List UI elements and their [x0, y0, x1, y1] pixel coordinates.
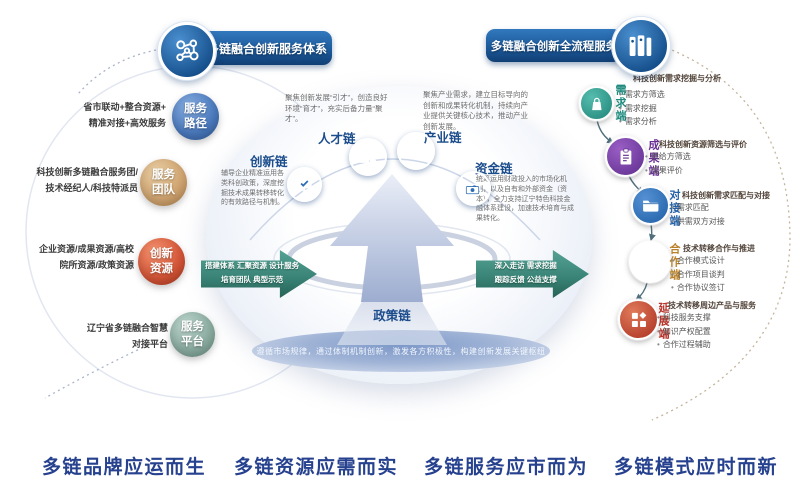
banknotes-icon: [456, 171, 491, 206]
bullet: 合作项目谈判: [671, 268, 725, 282]
circle-label-line: 服务: [181, 321, 204, 334]
stage-bullets-demand: 需求方筛选 需求挖掘 需求分析: [619, 88, 665, 129]
left-item-2-line1: 科技创新多链融合服务团/: [36, 167, 138, 177]
circle-label-line: 平台: [181, 335, 204, 348]
left-bottom-dotted-line: [44, 344, 149, 399]
shopping-bag-icon: [579, 86, 614, 121]
policy-base-ellipse: 遵循市场规律，通过体制机制创新，激发各方积极性，构建创新发展关键枢纽: [252, 330, 550, 372]
footer-slogan-1: 多链品牌应运而生: [41, 457, 206, 478]
circle-label-line: 服务: [184, 103, 207, 116]
badge-right-label: 多链融合创新全流程服务: [490, 40, 618, 53]
left-item-1-text: 省市联动+整合资源+ 精准对接+高效服务: [50, 100, 166, 132]
talent-chain-desc: 聚焦创新发展“引才”，创造良好环境“育才”，充实后备力量“聚才”。: [285, 93, 388, 123]
footer-slogan-3: 多链服务应市而为: [423, 457, 588, 478]
left-item-2-text: 科技创新多链融合服务团/ 技术经纪人/科技特派员: [28, 165, 138, 197]
stage-bullets-achievement: 供给方筛选 成果评价: [645, 150, 691, 177]
industry-chain-desc: 聚焦产业需求，建立目标导向的创新和成果转化机制，持续向产业提供关键核心技术，推动…: [423, 90, 528, 131]
right-arrow-line1: 深入走访 需求挖掘: [494, 261, 557, 270]
left-item-1-line1: 省市联动+整合资源+: [83, 102, 166, 112]
folder-icon: [631, 186, 670, 225]
bullet: 需求方筛选: [619, 88, 665, 102]
bullet: 需求匹配: [671, 201, 725, 215]
left-item-4-text: 辽宁省多链融合智慧 对接平台: [56, 321, 168, 353]
stage-title-achievement: 科技创新资源筛选与评价: [659, 140, 747, 149]
molecule-network-icon: [158, 22, 216, 80]
left-item-1-line2: 精准对接+高效服务: [88, 117, 166, 128]
clipboard-icon: [605, 136, 646, 177]
bullet: 供给方筛选: [645, 150, 691, 164]
bullet: 科技服务支撑: [657, 311, 711, 325]
circle-label-line: 团队: [152, 183, 175, 196]
left-item-4-line1: 辽宁省多链融合智慧: [86, 323, 168, 333]
books-icon: [612, 17, 670, 75]
stage-title-extension: 技术转移周边产品与服务: [668, 301, 756, 310]
footer-slogan-2: 多链资源应需而实: [233, 457, 398, 478]
header-badge-right: 多链融合创新全流程服务: [486, 29, 622, 62]
header-badge-left: 多链融合创新服务体系: [202, 31, 332, 65]
stage-title-matching: 科技创新需求匹配与对接: [682, 191, 770, 200]
circle-label-line: 资源: [150, 262, 173, 275]
right-process-arrow-text: 深入走访 需求挖掘 跟踪反馈 公益支撑: [477, 259, 574, 287]
flow-arrow-1: [596, 119, 614, 144]
bullet: 合作协议签订: [671, 281, 725, 295]
left-circle-innovation-resources: 创新 资源: [138, 238, 185, 285]
monitor-check-icon: [287, 167, 322, 202]
flow-arrow-3: [649, 223, 656, 242]
talent-chain-label: 人才链: [318, 132, 356, 146]
stage-bullets-extension: 科技服务支撑 知识产权配置 合作过程辅助: [657, 311, 711, 352]
bullet: 需求分析: [619, 115, 665, 129]
footer-slogan-4: 多链模式应时而新: [613, 457, 778, 478]
people-icon: [349, 138, 387, 176]
badge-left-label: 多链融合创新服务体系: [206, 41, 327, 56]
left-dotted-connector: [77, 49, 157, 95]
left-process-arrow-text: 搭建体系 汇聚资源 设计服务 培育团队 典型示范: [202, 259, 302, 287]
bullet: 合作模式设计: [671, 254, 725, 268]
left-circle-service-team: 服务 团队: [140, 159, 187, 206]
left-item-3-line1: 企业资源/成果资源/高校: [38, 244, 134, 254]
partners-icon: [629, 241, 671, 283]
left-circle-service-path: 服务 路径: [172, 93, 219, 140]
left-item-3-text: 企业资源/成果资源/高校 院所资源/政策资源: [26, 242, 134, 274]
circle-label-line: 服务: [152, 169, 175, 182]
cloud-icon: [397, 132, 435, 170]
circle-label-line: 路径: [184, 117, 207, 130]
stage-title-demand: 科技创新需求挖掘与分析: [633, 74, 721, 83]
left-arrow-line2: 培育团队 典型示范: [220, 274, 284, 284]
left-item-3-line2: 院所资源/政策资源: [59, 259, 134, 270]
stage-title-cooperation: 技术转移合作与推进: [683, 244, 755, 253]
stage-bullets-cooperation: 合作模式设计 合作项目谈判 合作协议签订: [671, 254, 725, 295]
bullet: 知识产权配置: [657, 325, 711, 339]
flow-arrow-4: [635, 282, 648, 301]
base-note: 遵循市场规律，通过体制机制创新，激发各方积极性，构建创新发展关键枢纽: [256, 346, 546, 356]
bullet: 成果评价: [645, 164, 691, 178]
bullet: 需求挖掘: [619, 102, 665, 116]
policy-chain-label: 政策链: [373, 309, 411, 323]
stage-bullets-matching: 需求匹配 供需双方对接: [671, 201, 725, 228]
blocks-icon: [618, 299, 659, 340]
industry-chain-label: 产业链: [424, 131, 462, 145]
right-dotted-arc: [651, 45, 791, 421]
left-circle-service-platform: 服务 平台: [170, 312, 215, 357]
circle-label-line: 创新: [150, 248, 173, 261]
left-item-4-line2: 对接平台: [131, 338, 168, 349]
innovation-chain-label: 创新链: [250, 155, 288, 169]
left-item-2-line2: 技术经纪人/科技特派员: [45, 182, 138, 193]
bullet: 合作过程辅助: [657, 338, 711, 352]
capital-chain-desc: 统筹运用财政投入的市场化机制，以及自有和外部资金（资本），全力支持辽宁特色科技金…: [476, 176, 574, 223]
left-arrow-line1: 搭建体系 汇聚资源 设计服务: [204, 261, 300, 270]
innovation-chain-desc: 辅导企业精准运用各类科创政策，深度挖掘技术成果转移转化的有效路径与机制。: [221, 170, 284, 207]
right-arrow-line2: 跟踪反馈 公益支撑: [494, 274, 557, 284]
bullet: 供需双方对接: [671, 215, 725, 229]
